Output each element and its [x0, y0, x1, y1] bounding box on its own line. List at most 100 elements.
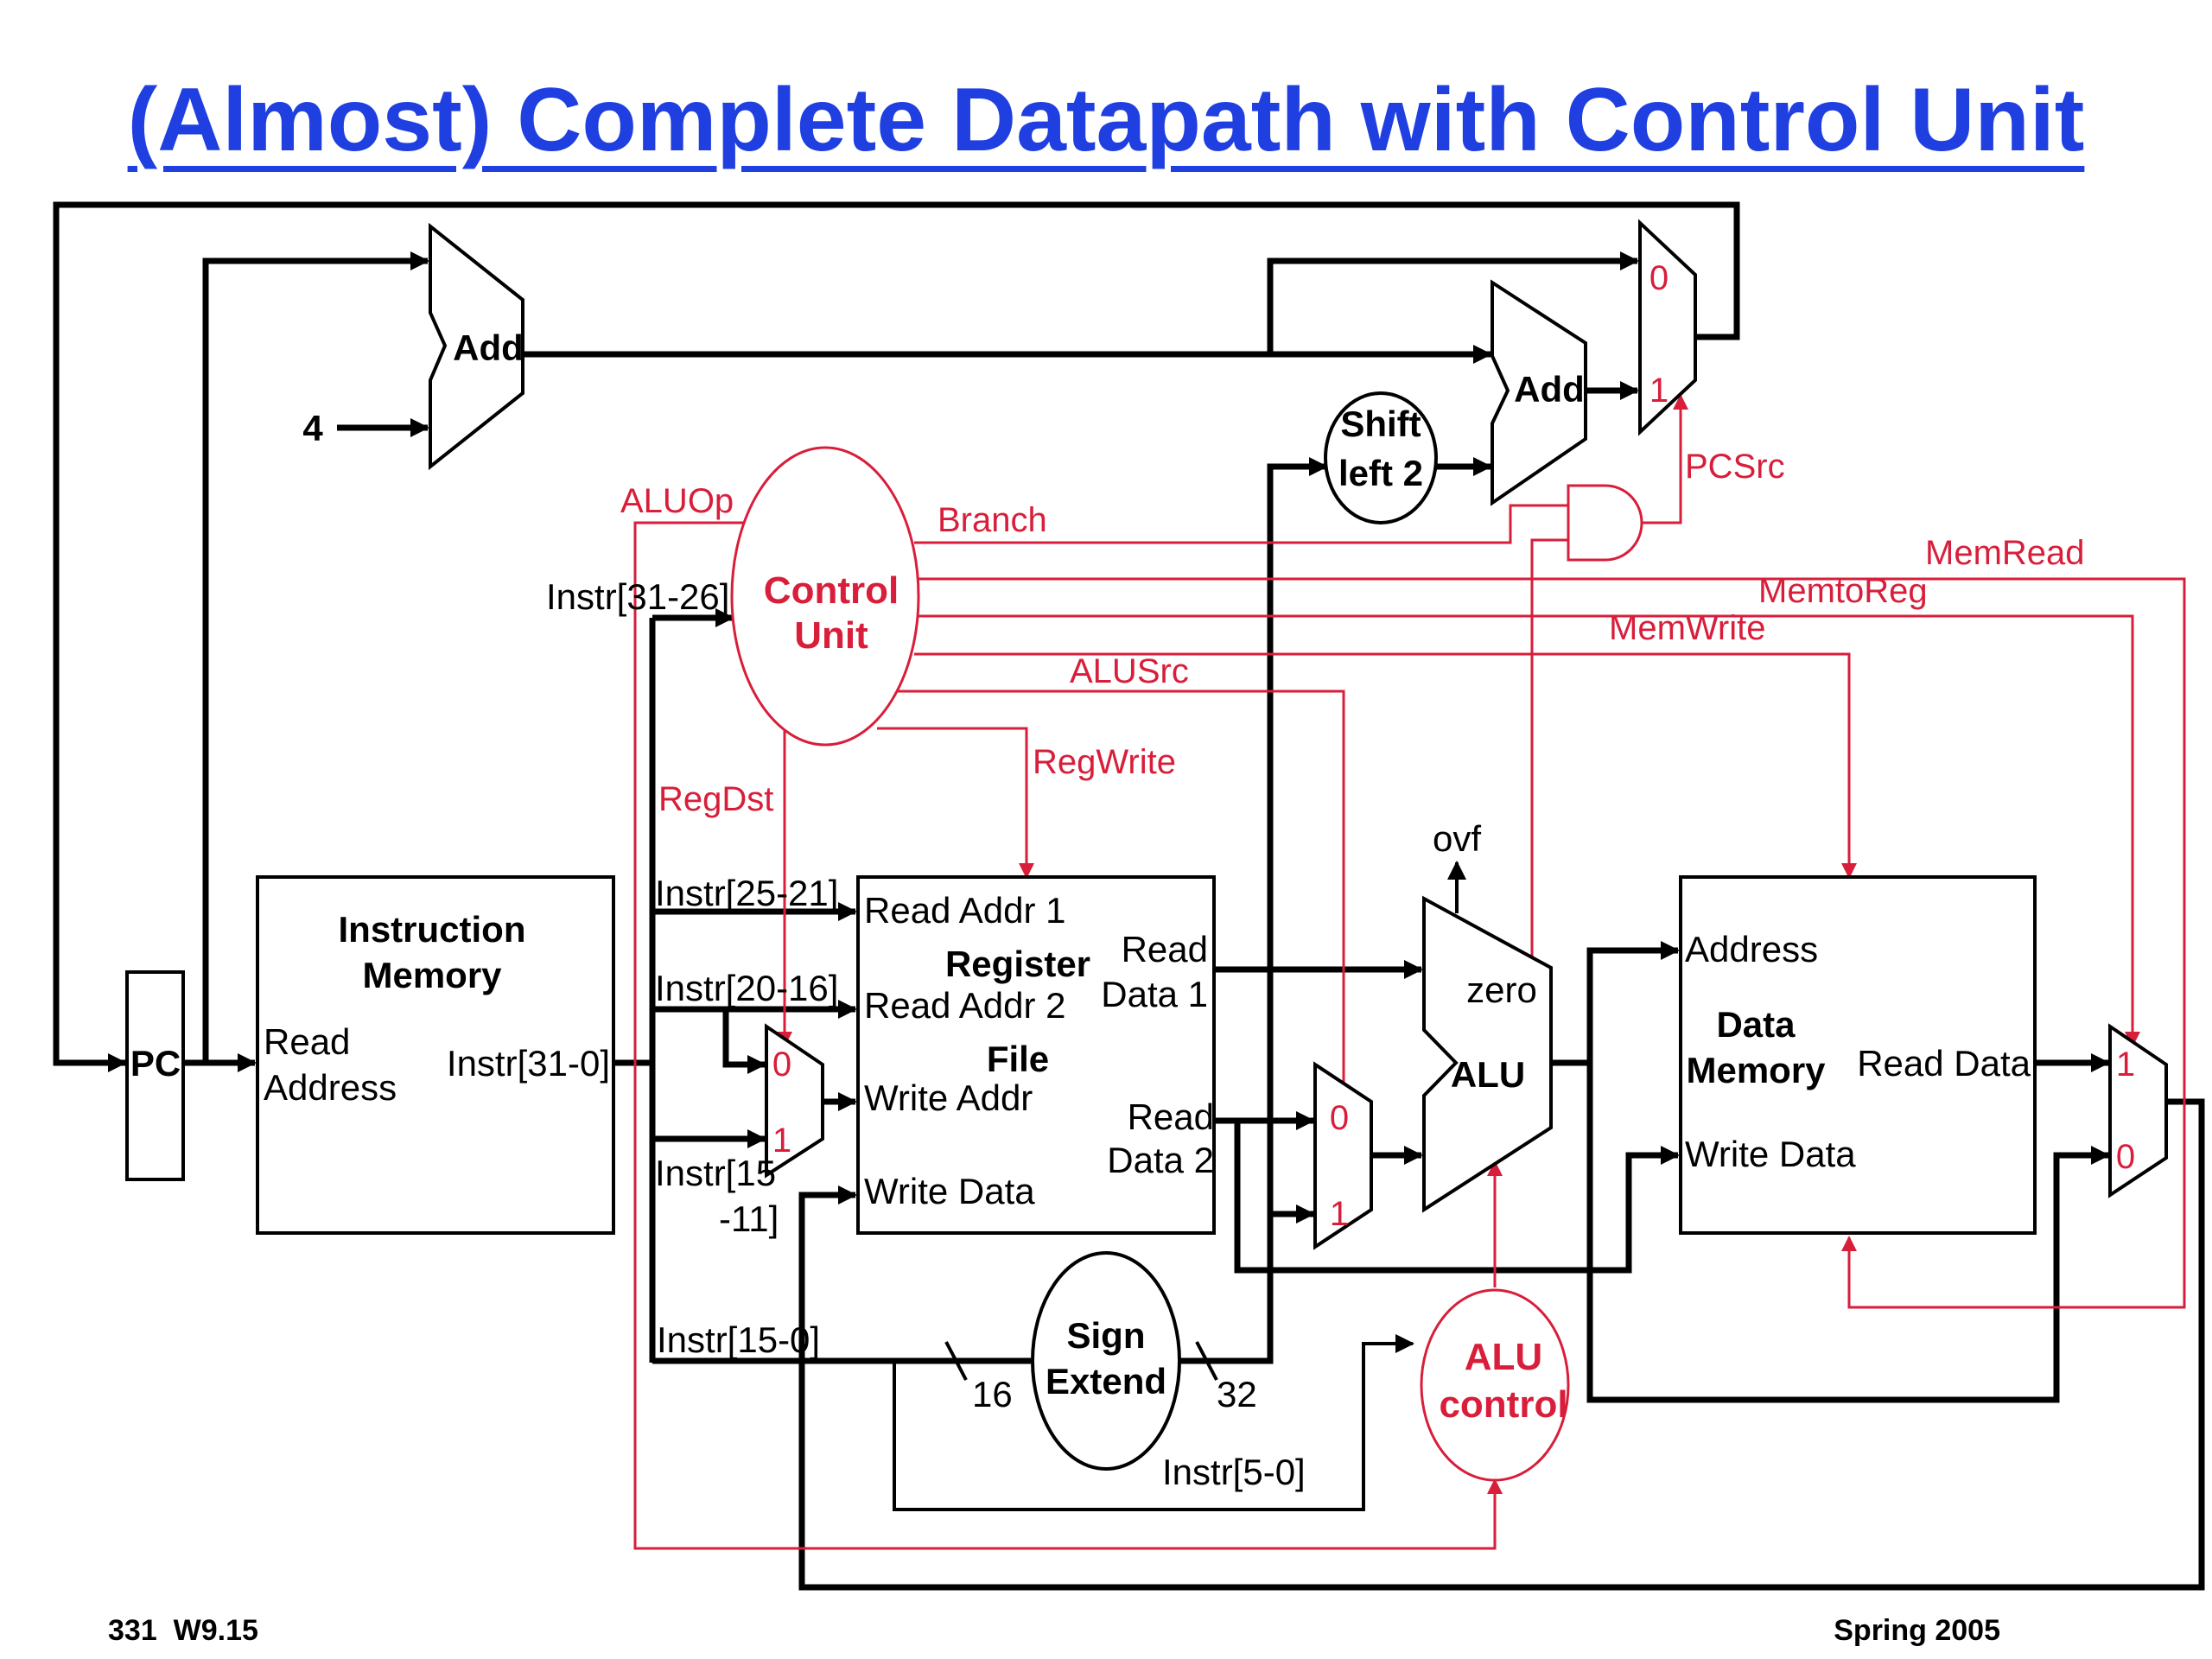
dmem-title-2: Memory: [1686, 1050, 1826, 1090]
instr-15-11-label-b: -11]: [719, 1198, 779, 1239]
rf-read-data2-b: Data 2: [1107, 1140, 1214, 1180]
instr-5-0-wire: [893, 1334, 1414, 1511]
rf-read-data2-a: Read: [1128, 1096, 1214, 1137]
pcsrc-label: PCSrc: [1685, 448, 1785, 486]
instr-20-16-label: Instr[20-16]: [655, 968, 838, 1008]
alusrc-mux: [1313, 1061, 1373, 1250]
imem-out-label: Instr[31-0]: [447, 1043, 610, 1084]
writeback-wire: [798, 1098, 2205, 1591]
rf-write-addr: Write Addr: [864, 1077, 1033, 1118]
bus-slash-16: [944, 1341, 968, 1381]
alu: [1422, 895, 1553, 1213]
instruction-memory: [256, 875, 615, 1235]
signext-out-wire: [1177, 457, 1328, 1364]
branch-adder-label: Add: [1514, 369, 1585, 410]
memtoreg-wire: [914, 614, 2140, 1047]
control-unit: [730, 446, 920, 747]
rf-title-2: File: [987, 1039, 1049, 1079]
register-file: [856, 875, 1216, 1235]
shift-left-label-1: Shift: [1340, 404, 1421, 444]
read-data2-to-dmem-wire: [1234, 1121, 1680, 1274]
dmem-write-data: Write Data: [1685, 1134, 1856, 1174]
branch-label: Branch: [938, 501, 1047, 539]
alusrc-label: ALUSrc: [1070, 652, 1189, 690]
pc-feedback-wire: [53, 201, 1740, 1072]
regwrite-wire: [877, 727, 1034, 879]
pcsrc-mux-0: 0: [1649, 259, 1669, 297]
bus-slash-32: [1195, 1341, 1218, 1381]
memtoreg-mux-0: 0: [2116, 1138, 2135, 1176]
dmem-address: Address: [1685, 929, 1818, 969]
alusrc-mux-0: 0: [1330, 1099, 1349, 1137]
control-wires: [633, 394, 2186, 1550]
imem-address-label: Address: [264, 1067, 397, 1108]
regdst-label: RegDst: [658, 780, 773, 818]
rf-read-addr-2: Read Addr 2: [864, 985, 1066, 1026]
instr-31-26-label: Instr[31-26]: [546, 576, 729, 617]
footer-right: Spring 2005: [1834, 1614, 2000, 1647]
instr-15-0-label: Instr[15-0]: [657, 1319, 820, 1360]
control-unit-label-1: Control: [764, 569, 899, 612]
pc-adder-label: Add: [453, 327, 524, 368]
pc-label: PC: [130, 1043, 181, 1084]
slide-title: (Almost) Complete Datapath with Control …: [127, 70, 2085, 170]
imem-read-label: Read: [264, 1021, 350, 1062]
instr-20-16-to-mux-wire: [722, 1009, 766, 1074]
aluop-wire: [633, 521, 1503, 1550]
shift-left-2: [1324, 391, 1438, 524]
branch-adder: [1491, 279, 1587, 506]
pcsrc-mux: [1638, 219, 1697, 436]
pcsrc-wire: [1642, 394, 1688, 524]
alusrc-mux-1: 1: [1330, 1195, 1349, 1233]
alu-to-dmem-wire: [1586, 941, 1680, 1063]
pc-adder: [429, 222, 524, 471]
imem-title-1: Instruction: [339, 909, 526, 950]
alu-to-wbmux-wire: [1586, 1063, 2110, 1403]
alu-zero-label: zero: [1466, 969, 1537, 1010]
bus-width-16: 16: [972, 1374, 1013, 1414]
regdst-mux-1: 1: [772, 1122, 791, 1160]
alu-control-label-2: control: [1439, 1383, 1567, 1426]
pc4-to-mux-wire: [1267, 251, 1639, 354]
sign-extend-label-1: Sign: [1067, 1315, 1146, 1356]
regdst-mux: [765, 1023, 824, 1179]
alusrc-wire: [886, 690, 1351, 1106]
dmem-title-1: Data: [1716, 1004, 1796, 1045]
bus-width-32: 32: [1217, 1374, 1257, 1414]
memtoreg-label: MemtoReg: [1758, 572, 1928, 610]
footer-left: 331 W9.15: [108, 1614, 258, 1647]
data-memory: [1679, 875, 2037, 1235]
memread-wire: [914, 577, 2186, 1309]
instr-5-0-label: Instr[5-0]: [1162, 1452, 1306, 1492]
alu-control: [1420, 1288, 1570, 1482]
instr-15-11-label-a: Instr[15: [655, 1153, 776, 1193]
shift-left-label-2: left 2: [1338, 453, 1423, 493]
regdst-mux-0: 0: [772, 1046, 791, 1084]
rf-read-data1-a: Read: [1122, 929, 1208, 969]
branch-wire: [914, 504, 1568, 544]
constant-four: 4: [302, 408, 323, 448]
memtoreg-mux: [2108, 1023, 2168, 1198]
rf-read-data1-b: Data 1: [1101, 974, 1208, 1014]
datapath-wires: [53, 201, 2205, 1591]
rf-write-data: Write Data: [864, 1171, 1035, 1211]
memtoreg-mux-1: 1: [2116, 1046, 2135, 1084]
sign-extend-label-2: Extend: [1046, 1361, 1166, 1402]
rf-title-1: Register: [945, 944, 1090, 984]
alu-label: ALU: [1451, 1054, 1525, 1095]
memwrite-label: MemWrite: [1609, 609, 1765, 647]
regwrite-label: RegWrite: [1033, 743, 1176, 781]
pcsrc-mux-1: 1: [1649, 372, 1669, 410]
sign-extend: [1031, 1251, 1181, 1471]
imem-title-2: Memory: [362, 955, 502, 995]
rf-read-addr-1: Read Addr 1: [864, 890, 1066, 931]
memread-label: MemRead: [1925, 534, 2085, 572]
program-counter: [125, 970, 185, 1181]
control-unit-label-2: Unit: [794, 614, 868, 657]
alu-ovf-label: ovf: [1433, 818, 1481, 859]
pc-to-add-wire: [202, 251, 429, 1063]
instr-25-21-label: Instr[25-21]: [655, 873, 838, 913]
zero-to-and-wire: [1530, 538, 1568, 972]
aluop-label: ALUOp: [620, 482, 734, 520]
